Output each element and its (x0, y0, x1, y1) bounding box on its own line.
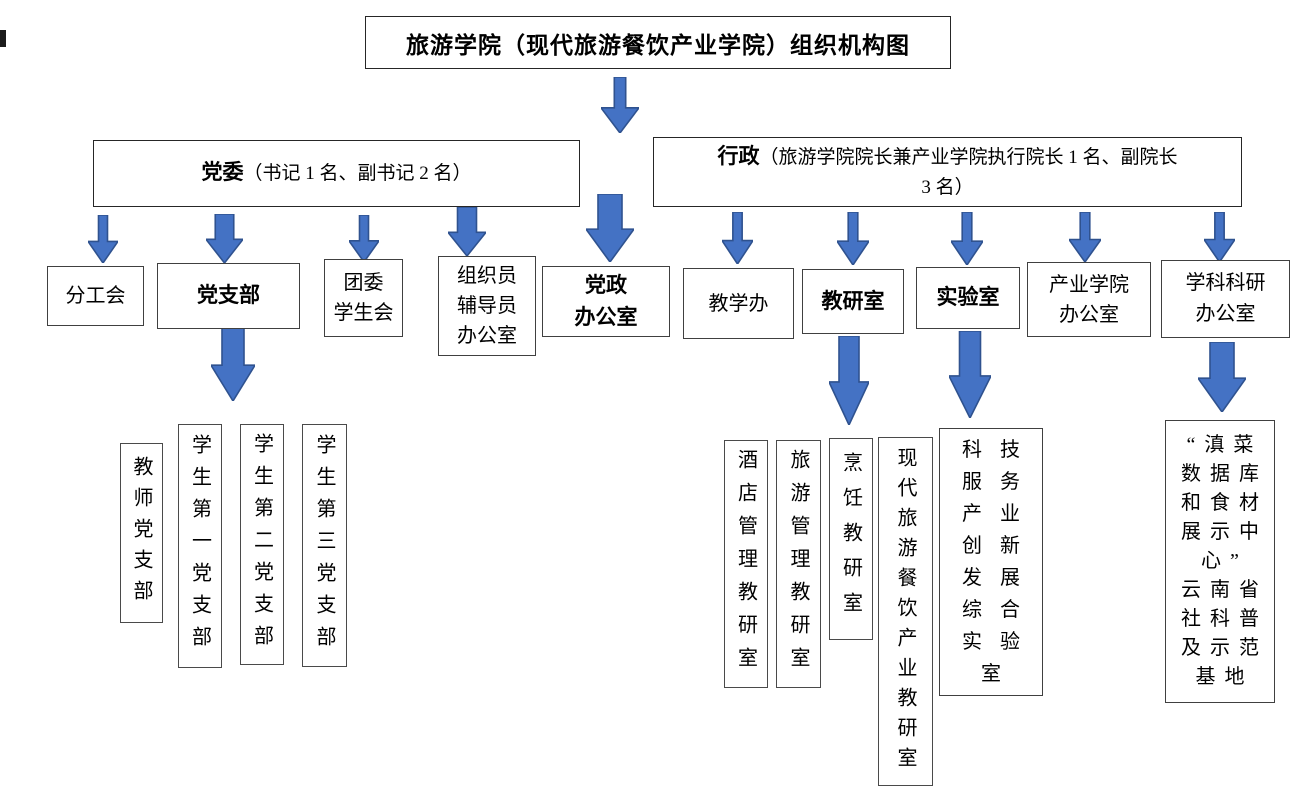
teacher-party-branch-label: 教师党支部 (130, 455, 152, 611)
youth-league-label: 团委 学生会 (333, 272, 394, 324)
chart-title-box: 旅游学院（现代旅游餐饮产业学院）组织机构图 (365, 16, 951, 69)
down-arrow-icon (601, 77, 639, 133)
teacher-party-branch-box: 教师党支部 (120, 443, 163, 623)
culinary-section-box: 烹饪教研室 (829, 438, 873, 640)
teaching-research-box: 教研室 (802, 269, 904, 334)
laboratory-box: 实验室 (916, 267, 1020, 329)
down-arrow-icon (448, 207, 486, 256)
down-arrow-icon (206, 214, 243, 263)
laboratory-label: 实验室 (936, 286, 1000, 309)
student-second-party-branch-box: 学生第二党支部 (240, 424, 284, 665)
union-box: 分工会 (47, 266, 144, 326)
down-arrow-icon (211, 327, 255, 401)
modern-tourism-catering-section-label: 现代旅游餐饮产业教研室 (894, 446, 916, 777)
party-committee-text: 党委（书记 1 名、副书记 2 名） (201, 158, 471, 189)
down-arrow-icon (829, 336, 869, 425)
tourism-management-section-label: 旅游管理教研室 (787, 448, 809, 680)
down-arrow-icon (1069, 212, 1101, 262)
party-committee-detail: （书记 1 名、副书记 2 名） (243, 163, 472, 184)
organizer-office-label: 组织员 辅导员 办公室 (457, 265, 517, 347)
left-edge-artifact (0, 30, 6, 47)
discipline-research-office-box: 学科科研 办公室 (1161, 260, 1290, 338)
student-first-party-branch-label: 学生第一党支部 (188, 434, 211, 658)
teaching-research-label: 教研室 (821, 289, 885, 313)
party-branch-label: 党支部 (197, 284, 260, 307)
science-popularization-base-box: “滇菜 数据库 和食材 展示中 心” 云南省 社科普 及示范 基地 (1165, 420, 1275, 703)
down-arrow-icon (349, 215, 379, 262)
student-third-party-branch-label: 学生第三党支部 (313, 433, 335, 658)
industry-college-office-label: 产业学院 办公室 (1049, 273, 1129, 326)
comprehensive-lab-label: 科技 服务 产业 创新 发展 综合 实验 室 (962, 439, 1038, 685)
down-arrow-icon (951, 212, 983, 265)
down-arrow-icon (837, 212, 869, 265)
youth-league-box: 团委 学生会 (324, 259, 403, 337)
science-popularization-base-label: “滇菜 数据库 和食材 展示中 心” 云南省 社科普 及示范 基地 (1181, 434, 1268, 688)
party-admin-office-box: 党政 办公室 (542, 266, 670, 337)
teaching-office-box: 教学办 (683, 268, 794, 339)
administration-detail: （旅游学院院长兼产业学院执行院长 1 名、副院长 3 名） (759, 146, 1178, 198)
tourism-management-section-box: 旅游管理教研室 (776, 440, 821, 688)
culinary-section-label: 烹饪教研室 (839, 451, 862, 627)
union-label: 分工会 (65, 285, 126, 307)
party-committee-label: 党委 (201, 161, 244, 184)
teaching-office-label: 教学办 (708, 292, 769, 315)
down-arrow-icon (949, 331, 991, 418)
party-admin-office-label: 党政 办公室 (574, 273, 638, 329)
student-first-party-branch-box: 学生第一党支部 (178, 424, 222, 668)
down-arrow-icon (1204, 212, 1235, 262)
administration-box: 行政（旅游学院院长兼产业学院执行院长 1 名、副院长 3 名） (653, 137, 1242, 207)
chart-title: 旅游学院（现代旅游餐饮产业学院）组织机构图 (406, 31, 910, 58)
discipline-research-office-label: 学科科研 办公室 (1185, 272, 1266, 325)
comprehensive-lab-box: 科技 服务 产业 创新 发展 综合 实验 室 (939, 428, 1043, 696)
party-committee-box: 党委（书记 1 名、副书记 2 名） (93, 140, 580, 207)
industry-college-office-box: 产业学院 办公室 (1027, 262, 1151, 337)
down-arrow-icon (1198, 342, 1246, 412)
hotel-management-section-label: 酒店管理教研室 (734, 448, 757, 680)
administration-label: 行政 (717, 144, 760, 168)
administration-text: 行政（旅游学院院长兼产业学院执行院长 1 名、副院长 3 名） (717, 142, 1177, 203)
student-second-party-branch-label: 学生第二党支部 (250, 432, 273, 657)
down-arrow-icon (722, 212, 753, 264)
down-arrow-icon (88, 215, 118, 263)
organizer-office-box: 组织员 辅导员 办公室 (438, 256, 536, 356)
modern-tourism-catering-section-box: 现代旅游餐饮产业教研室 (878, 437, 933, 786)
hotel-management-section-box: 酒店管理教研室 (724, 440, 768, 688)
student-third-party-branch-box: 学生第三党支部 (302, 424, 347, 667)
party-branch-box: 党支部 (157, 263, 300, 329)
down-arrow-icon (586, 194, 634, 262)
